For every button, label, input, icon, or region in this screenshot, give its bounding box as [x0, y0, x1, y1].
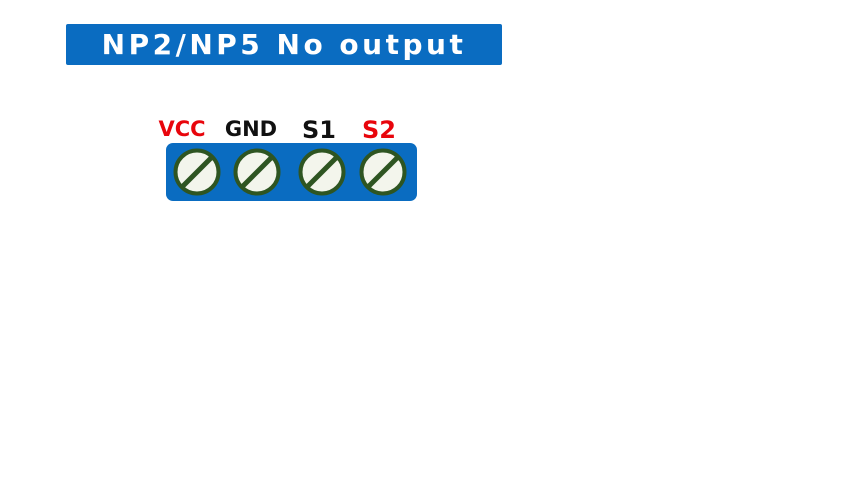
title-banner: NP2/NP5 No output	[66, 24, 502, 65]
diagram-title: NP2/NP5 No output	[101, 27, 467, 61]
terminal-label-gnd: GND	[224, 117, 278, 141]
screw-terminal-icon	[359, 148, 407, 196]
screw-terminal-icon	[233, 148, 281, 196]
screw-terminal-icon	[173, 148, 221, 196]
terminal-label-s1: S1	[302, 116, 336, 144]
terminal-label-vcc: VCC	[158, 117, 206, 141]
terminal-block	[166, 143, 417, 201]
screw-terminal-icon	[298, 148, 346, 196]
terminal-label-s2: S2	[362, 116, 396, 144]
